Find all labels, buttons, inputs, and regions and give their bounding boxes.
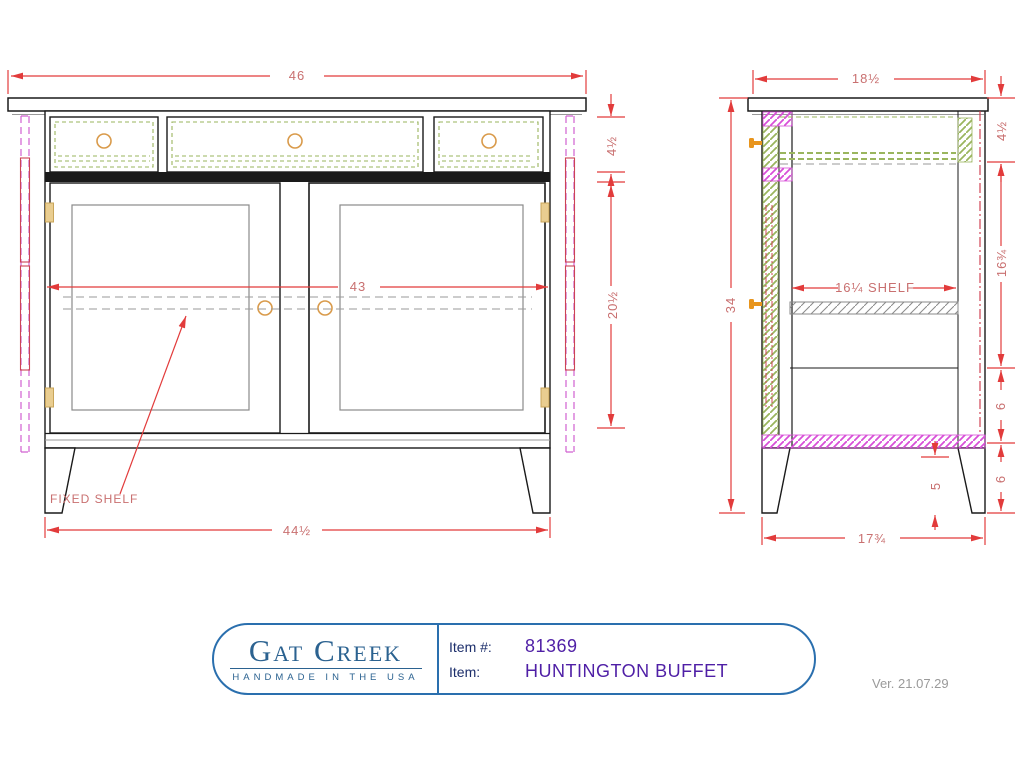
side-view: 18½ 34 4½ 16¾ 16¼ SHELF 6 6 5 17¾	[719, 70, 1015, 546]
logo-underline	[229, 668, 422, 669]
front-drawer-center	[166, 116, 424, 173]
mid-rail-section-magenta	[762, 167, 793, 182]
front-fixed-shelf-lines	[63, 296, 532, 310]
version-text: Ver. 21.07.29	[872, 676, 949, 691]
front-frame-section-green	[762, 180, 779, 436]
dim-front-drawer-height: 4½	[604, 136, 619, 156]
side-top-board	[747, 97, 989, 112]
door-edge-hidden-lines	[765, 205, 773, 408]
top-rail-section-magenta	[762, 111, 793, 127]
door-knob	[257, 300, 333, 316]
item-number-value: 81369	[525, 635, 578, 656]
bottom-panel-section-magenta	[761, 434, 986, 449]
title-block: Gat Creek HANDMADE IN THE USA Item #: 81…	[212, 623, 816, 695]
side-cabinet-structure	[747, 97, 989, 514]
front-drawers	[49, 116, 544, 173]
dim-side-leg-height: 5	[928, 482, 943, 490]
side-fixed-shelf-section	[789, 301, 959, 315]
dim-front-shelf-width: 43	[350, 279, 366, 294]
dim-side-drawer-height: 4½	[994, 121, 1009, 141]
door-hinge	[45, 202, 550, 408]
front-right-leg	[519, 447, 551, 514]
door-panel-right	[339, 204, 524, 411]
dim-front-door-height: 20½	[605, 291, 620, 319]
item-number-row: Item #: 81369	[449, 636, 814, 657]
item-info-section: Item #: 81369 Item: HUNTINGTON BUFFET	[439, 625, 814, 693]
item-number-label: Item #:	[449, 638, 492, 655]
drawer-knob	[96, 133, 497, 149]
side-dimensions	[719, 70, 1015, 545]
side-drawer-hidden-lines	[780, 116, 956, 165]
dim-side-shelf-depth: 16¼ SHELF	[835, 280, 915, 295]
dim-front-base-width: 44½	[283, 523, 311, 538]
dim-side-leg-clearance: 6	[993, 475, 1008, 483]
dim-side-door-opening: 16¾	[994, 249, 1009, 277]
item-name-value: HUNTINGTON BUFFET	[525, 661, 729, 682]
dim-side-top-depth: 18½	[852, 71, 880, 86]
front-frame-section-green	[762, 125, 779, 169]
front-left-leg	[44, 447, 76, 514]
item-name-row: Item: HUNTINGTON BUFFET	[449, 661, 814, 682]
drawer-box-outline	[54, 121, 539, 168]
front-door-left	[49, 182, 281, 434]
drawer-back-section-green	[957, 117, 973, 163]
item-name-label: Item:	[449, 664, 481, 681]
dim-side-height: 34	[723, 297, 738, 313]
dim-side-below-shelf: 6	[993, 402, 1008, 410]
front-doors	[45, 182, 550, 434]
front-top-board	[7, 97, 587, 112]
side-section-hatching	[761, 111, 986, 449]
door-panel-left	[71, 204, 250, 411]
side-back-leg	[957, 447, 986, 514]
front-drawer-left	[49, 116, 159, 173]
side-front-leg	[761, 447, 791, 514]
front-view: 46 43 44½ 4½ 20½ FIXED SHELF	[7, 68, 625, 538]
company-logo: Gat Creek	[248, 633, 403, 668]
fixed-shelf-label: FIXED SHELF	[50, 492, 138, 506]
side-knob-profile	[749, 138, 762, 309]
logo-section: Gat Creek HANDMADE IN THE USA	[214, 625, 439, 693]
dim-front-top-width: 46	[289, 68, 305, 83]
dim-side-base-depth: 17¾	[858, 531, 886, 546]
front-dimensions	[7, 70, 625, 538]
logo-tagline: HANDMADE IN THE USA	[232, 672, 419, 683]
front-open-door-edge	[19, 157, 576, 371]
front-drawer-right	[433, 116, 544, 173]
front-door-right	[308, 182, 546, 434]
